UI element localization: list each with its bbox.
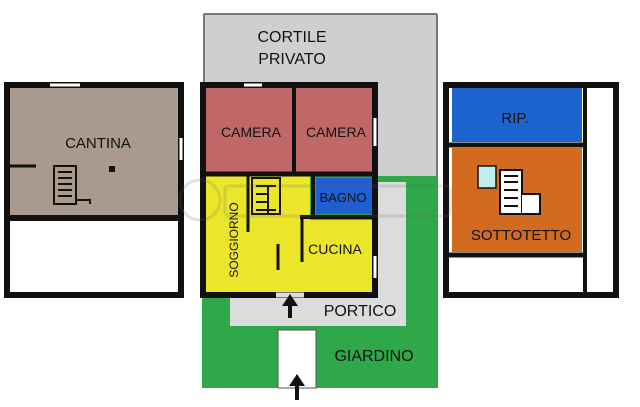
camera-right-label: CAMERA [306,124,367,140]
camera-left-label: CAMERA [221,124,282,140]
entrance-arrow-icon [282,294,298,318]
cucina-label: CUCINA [308,241,362,257]
cucina-room [304,220,372,292]
camera-right-room [296,88,372,172]
cantina-label: CANTINA [65,135,131,152]
house-stairs-icon [251,177,281,215]
gate-arrow-icon [289,374,305,400]
giardino-label: GIARDINO [334,348,413,365]
cantina-lower-room [10,222,178,292]
bagno-room [316,178,372,214]
sottotetto-label: SOTTOTETTO [471,227,571,244]
cortile-label-line2: PRIVATO [258,51,326,68]
cortile-label-line1: CORTILE [257,29,326,46]
sottotetto-stairs-icon [499,169,541,215]
camera-left-room [206,88,292,172]
bagno-label: BAGNO [320,190,367,205]
cantina-walls [4,82,184,298]
portico-label: PORTICO [324,303,397,320]
ripostiglio-label: RIP. [501,110,528,127]
cantina-stairs-icon [53,165,91,205]
sottotetto-lower [452,258,582,292]
sottotetto-walls [443,82,619,298]
cantina-pillar [109,166,115,172]
watermark-logo [178,178,452,222]
skylight [477,165,497,189]
cantina-room [10,88,178,216]
soggiorno-label: SOGGIORNO [227,202,241,277]
ripostiglio-room [452,88,582,142]
